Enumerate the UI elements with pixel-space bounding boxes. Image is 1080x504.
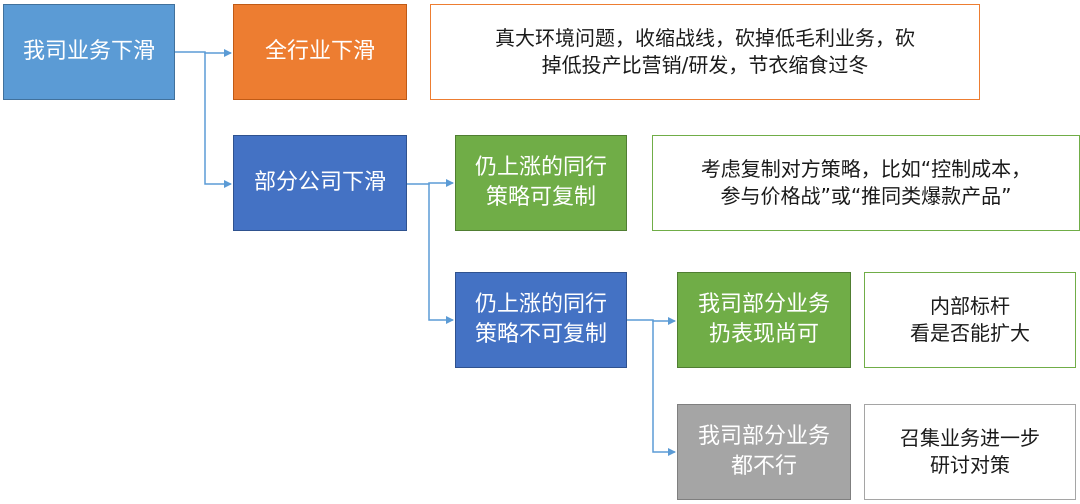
node-peer-copyable: 仍上涨的同行 策略可复制 bbox=[455, 135, 627, 231]
node-all-units-fail-action: 召集业务进一步 研讨对策 bbox=[864, 404, 1076, 500]
node-some-units-ok: 我司部分业务 扔表现尚可 bbox=[677, 272, 851, 368]
node-peer-copyable-action: 考虑复制对方策略，比如“控制成本， 参与价格战”或“推同类爆款产品” bbox=[652, 135, 1080, 231]
connector-partial-to-not-copyable bbox=[428, 184, 454, 324]
node-industry-action: 真大环境问题，收缩战线，砍掉低毛利业务，砍 掉低投产比营销/研发，节衣缩食过冬 bbox=[430, 4, 980, 100]
connector-partial-to-copyable bbox=[407, 179, 454, 187]
node-all-units-fail: 我司部分业务 都不行 bbox=[677, 404, 851, 500]
connector-root-to-industry bbox=[175, 49, 232, 57]
connector-notcopyable-to-ok bbox=[627, 317, 676, 325]
node-root: 我司业务下滑 bbox=[3, 4, 175, 100]
connector-root-to-partial bbox=[204, 53, 232, 188]
connector-notcopyable-to-fail bbox=[652, 321, 676, 456]
node-industry-decline: 全行业下滑 bbox=[233, 4, 407, 100]
node-some-units-ok-action: 内部标杆 看是否能扩大 bbox=[864, 272, 1076, 368]
node-peer-not-copyable: 仍上涨的同行 策略不可复制 bbox=[455, 272, 627, 368]
node-partial-decline: 部分公司下滑 bbox=[233, 135, 407, 231]
